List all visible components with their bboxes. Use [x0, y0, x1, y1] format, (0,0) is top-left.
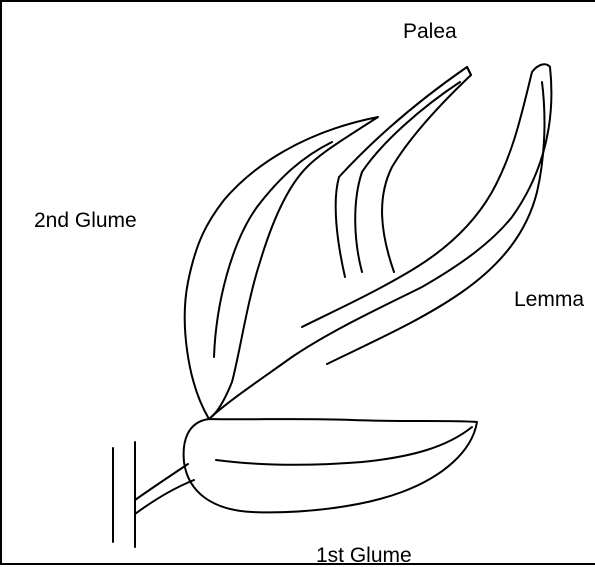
first-glume-shape — [184, 419, 477, 512]
lemma-shape — [209, 64, 551, 419]
lemma-label: Lemma — [514, 289, 584, 310]
second-glume-label: 2nd Glume — [34, 210, 137, 231]
first-glume-label: 1st Glume — [316, 545, 412, 566]
stem — [113, 442, 194, 547]
palea-shape — [336, 67, 471, 277]
palea-label: Palea — [403, 21, 457, 42]
second-glume-shape — [185, 117, 378, 419]
